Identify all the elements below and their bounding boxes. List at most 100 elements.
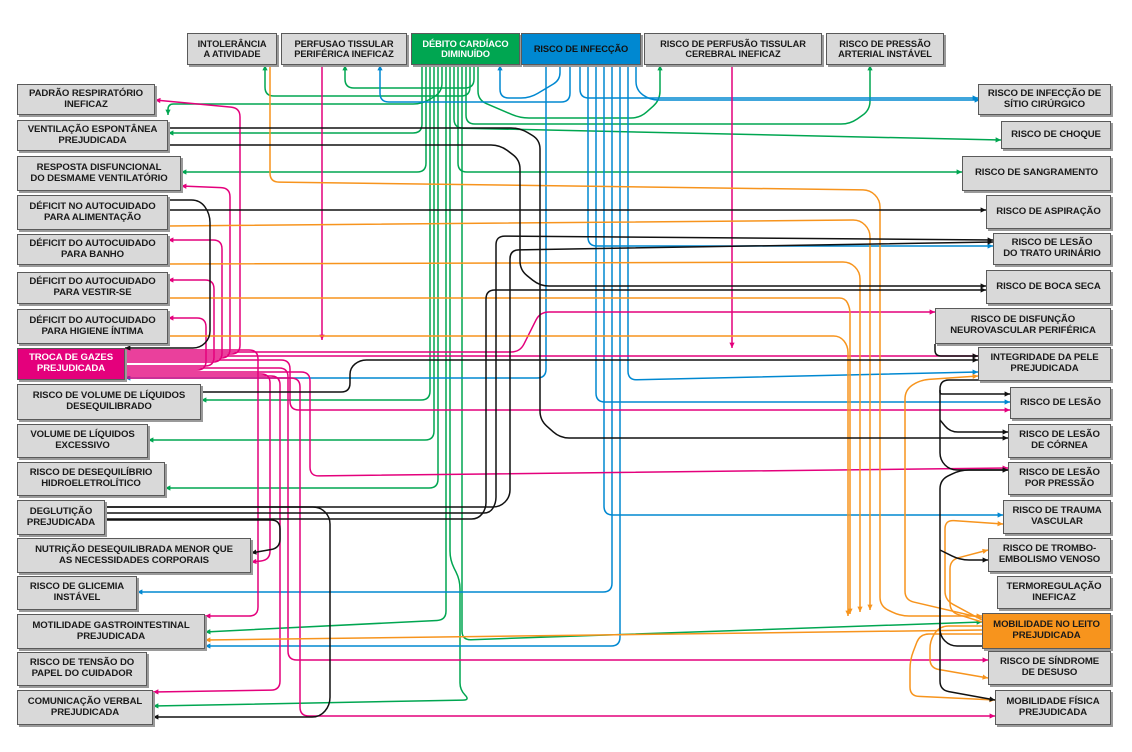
arrowhead [1002,429,1008,435]
connector-line [929,625,989,679]
node-boca-seca: RISCO DE BOCA SECA [986,270,1111,304]
arrowhead [982,557,988,563]
arrowhead [125,345,131,351]
arrowhead [148,437,154,443]
connector-line [125,185,231,359]
connector-line [168,144,986,287]
node-trauma-vascular: RISCO DE TRAUMA VASCULAR [1003,500,1111,534]
connector-line [105,289,986,520]
connector-line [379,65,571,103]
connector-line [125,367,988,661]
arrowhead [497,65,503,71]
connector-line [105,519,281,554]
arrowhead [997,521,1003,527]
arrowhead [982,674,988,680]
arrowhead [168,315,174,321]
connector-line [949,549,989,623]
connector-line [904,375,983,619]
connector-line [587,65,993,247]
connector-line [125,311,935,353]
node-sindrome-desuso: RISCO DE SÍNDROME DE DESUSO [988,651,1111,685]
connector-line [125,199,211,349]
node-termoregulacao: TERMOREGULAÇÃO INEFICAZ [997,576,1111,609]
arrowhead [205,613,211,619]
connector-line [168,297,851,614]
node-risco-infeccao: RISCO DE INFECÇÃO [521,33,641,65]
node-aspiracao: RISCO DE ASPIRAÇÃO [986,195,1111,229]
connector-line [204,629,983,641]
arrowhead [165,109,171,115]
connector-line [603,65,1003,516]
connector-line [939,390,1010,395]
connector-line [939,469,1008,647]
connector-line [477,65,661,119]
arrowhead [377,65,383,71]
arrowhead [995,137,1001,143]
node-choque: RISCO DE CHOQUE [1001,121,1111,149]
connector-line [934,344,978,357]
connector-line [125,279,215,367]
arrowhead [1004,399,1010,405]
node-tensao-cuidador: RISCO DE TENSÃO DO PAPEL DO CUIDADOR [17,652,147,686]
node-debito-cardiaco: DÉBITO CARDÍACO DIMINUÍDO [411,33,520,65]
connector-line [579,65,978,99]
connector-line [125,373,271,563]
arrowhead [165,485,171,491]
connector-line [944,519,1004,621]
connector-line [204,65,447,633]
node-ventilacao-espontanea: VENTILAÇÃO ESPONTÂNEA PREJUDICADA [17,120,168,151]
arrowhead [867,65,873,71]
arrowhead [153,703,159,709]
node-troca-gazes: TROCA DE GAZES PREJUDICADA [17,348,125,380]
node-mobilidade-leito: MOBILIDADE NO LEITO PREJUDICADA [982,613,1111,649]
arrowhead [168,130,174,136]
node-autocuidado-alimentacao: DÉFICIT NO AUTOCUIDADO PARA ALIMENTAÇÃO [17,195,168,230]
node-lesao-pressao: RISCO DE LESÃO POR PRESSÃO [1008,462,1111,495]
node-autocuidado-vestir: DÉFICIT DO AUTOCUIDADO PARA VESTIR-SE [17,272,168,304]
arrowhead [974,97,980,103]
arrowhead [987,237,993,243]
connector-line [137,65,613,593]
connector-line [457,65,962,173]
arrowhead [251,558,257,565]
arrowhead [262,65,268,71]
node-autocuidado-higiene: DÉFICIT DO AUTOCUIDADO PARA HIGIENE ÍNTI… [17,309,168,344]
arrowhead [342,65,348,71]
arrowhead [729,342,735,348]
node-disfuncao-neurovascular: RISCO DE DISFUNÇÃO NEUROVASCULAR PERIFÉR… [935,308,1111,344]
connector-line [125,349,259,617]
arrowhead [205,637,211,643]
node-autocuidado-banho: DÉFICIT DO AUTOCUIDADO PARA BANHO [17,234,168,265]
connector-line [465,65,871,125]
arrowhead [153,714,159,720]
connector-line [909,633,996,701]
node-perfusao-cerebral: RISCO DE PERFUSÃO TISSULAR CEREBRAL INEF… [644,33,822,65]
arrowhead [929,309,935,315]
connector-line [168,127,1008,439]
connector-line [461,65,983,641]
connector-line [167,219,871,610]
connector-line [264,65,471,97]
arrowhead [201,397,207,403]
node-pressao-arterial: RISCO DE PRESSÃO ARTERIAL INSTÁVEL [826,33,944,65]
arrowhead [205,629,211,635]
node-degluticao: DEGLUTIÇÃO PREJUDICADA [17,500,105,535]
connector-line [125,65,547,379]
connector-line [125,377,995,717]
node-desequilibrio-hidroeletrolitico: RISCO DE DESEQUILÍBRIO HIDROELETROLÍTICO [17,462,165,496]
node-risco-lesao: RISCO DE LESÃO [1010,387,1111,419]
arrowhead [845,610,851,616]
connector-line [105,241,994,508]
connector-line [201,65,431,401]
connector-line [499,65,561,99]
connector-line [205,65,621,647]
arrowhead [251,549,257,555]
arrowhead [989,696,995,702]
arrowhead [657,65,663,71]
arrowhead [181,183,187,189]
arrowhead [980,287,986,293]
arrowhead [1004,391,1010,397]
arrowhead [857,606,863,612]
node-tromboembolismo: RISCO DE TROMBO- EMBOLISMO VENOSO [988,538,1111,572]
